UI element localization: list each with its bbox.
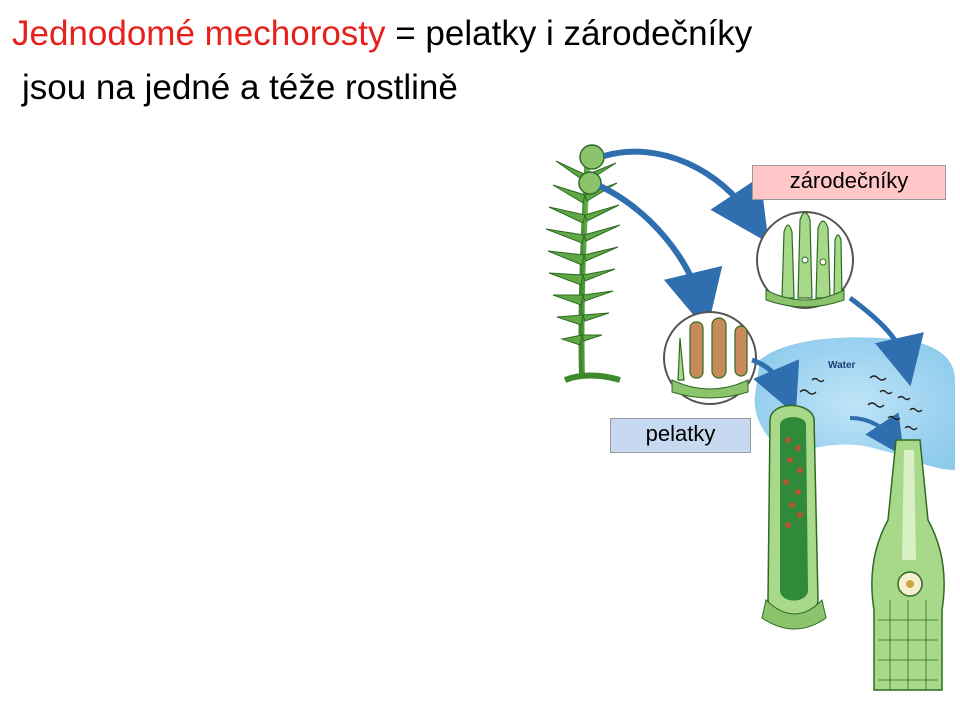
arrow-to-sperm-release — [751, 357, 800, 415]
arrow-to-archegonia — [603, 148, 769, 243]
archegonia-closeup — [756, 211, 854, 309]
antheridia-label: pelatky — [610, 418, 751, 453]
slide-subtitle: jsou na jedné a téže rostlině — [22, 68, 458, 107]
sperm-cells — [799, 375, 923, 431]
title-rest: = pelatky i zárodečníky — [385, 14, 753, 53]
archegonium-large — [871, 439, 945, 691]
arrow-to-antheridia — [598, 183, 723, 332]
arrow-sperm-to-egg — [849, 412, 905, 457]
arrow-to-fertilization — [848, 295, 924, 387]
antheridia-closeup — [663, 311, 757, 405]
archegonia-label: zárodečníky — [752, 165, 946, 200]
water-label: Water — [828, 360, 856, 371]
title-highlight: Jednodomé mechorosty — [12, 14, 386, 53]
slide-title: Jednodomé mechorosty = pelatky i zárodeč… — [12, 10, 752, 58]
moss-plant — [545, 144, 621, 383]
antheridium-large — [761, 404, 827, 630]
